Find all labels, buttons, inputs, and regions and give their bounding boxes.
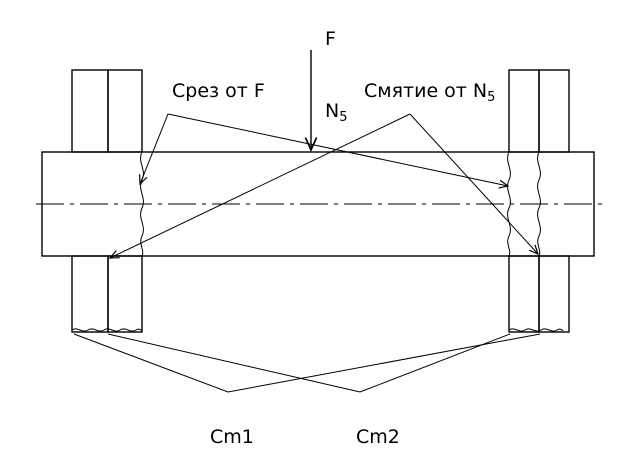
bearing-leader-right [409, 113, 538, 254]
normal-force-base: N [325, 100, 340, 122]
left-plate-top [71, 69, 143, 153]
bearing-label: Смятие от N5 [364, 80, 496, 105]
shear-leader-right [167, 113, 508, 186]
left-plate-bottom [71, 255, 143, 333]
bottom-break-left [71, 328, 143, 332]
cm2-leaders [107, 333, 511, 393]
bottom-break-right [508, 328, 564, 332]
bearing-leader-left [110, 113, 411, 258]
shear-label: Срез от F [172, 80, 265, 102]
cm1-leaders [73, 333, 541, 393]
force-label: F [325, 28, 336, 50]
bearing-base: Смятие от N [364, 80, 488, 102]
right-plate-bottom [508, 255, 570, 333]
normal-force-label: N5 [325, 100, 348, 125]
shear-plane-right [507, 151, 511, 257]
bearing-plane-right [537, 151, 541, 257]
shear-leader-left [140, 113, 169, 184]
normal-force-sub: 5 [339, 110, 348, 125]
cm1-label: Cm1 [210, 426, 254, 448]
cm2-label: Cm2 [356, 426, 400, 448]
shear-plane-left [140, 151, 144, 257]
right-plate-top [508, 69, 570, 153]
bearing-sub: 5 [487, 90, 496, 105]
